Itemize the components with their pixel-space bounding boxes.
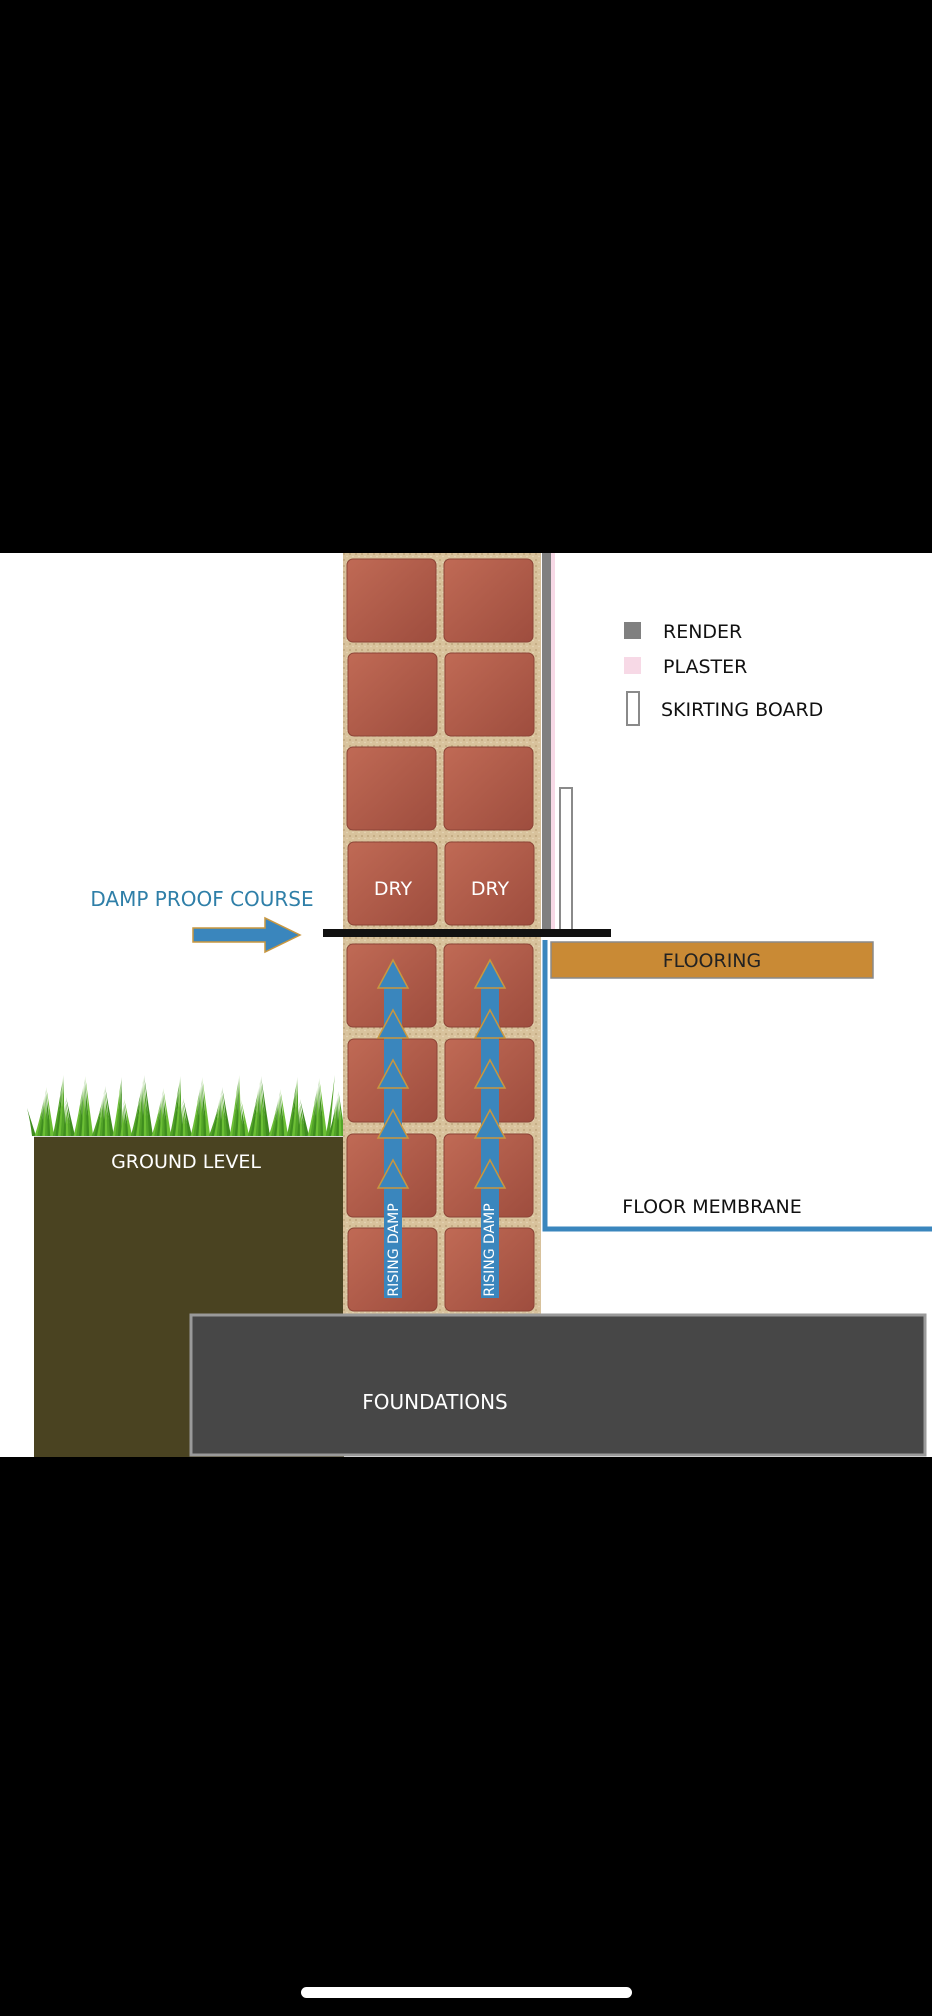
grass-blade — [300, 1099, 309, 1136]
grass-blade — [307, 1096, 316, 1136]
grass-blade — [73, 1094, 82, 1136]
arrow-head — [376, 1108, 410, 1139]
grass-blade — [261, 1076, 270, 1136]
render-layer — [542, 553, 551, 930]
grass-blade — [202, 1077, 211, 1136]
grass-blade — [27, 1108, 36, 1136]
arrow-head — [376, 1008, 410, 1039]
arrow-head — [376, 1058, 410, 1089]
ground-level-label: GROUND LEVEL — [111, 1151, 261, 1173]
grass-blade — [195, 1089, 200, 1136]
grass-blade — [133, 1093, 141, 1136]
legend-label-skirting-board: SKIRTING BOARD — [661, 699, 823, 721]
arrow-head — [473, 958, 507, 989]
home-indicator[interactable] — [301, 1987, 632, 1998]
grass-blade — [39, 1099, 44, 1136]
grass-blade — [66, 1097, 75, 1136]
grass-blade — [325, 1075, 335, 1136]
arrow-up-icon — [473, 958, 507, 1298]
brick — [443, 558, 534, 643]
legend-swatch-skirting-board — [626, 691, 640, 726]
brick — [346, 558, 437, 643]
brick — [444, 652, 535, 737]
grass-blade — [138, 1087, 143, 1136]
grass-blade — [177, 1076, 182, 1136]
grass-blade — [78, 1088, 83, 1136]
arrow-head — [473, 1008, 507, 1039]
grass-blade — [294, 1077, 299, 1136]
grass-blade — [183, 1098, 192, 1136]
rising-damp-label-right: RISING DAMP — [482, 1203, 498, 1296]
grass-blade — [163, 1088, 172, 1136]
rising-damp-label-left: RISING DAMP — [386, 1203, 402, 1296]
grass-blade — [216, 1099, 221, 1136]
arrow-up-icon — [376, 958, 410, 1298]
grass-blade — [229, 1084, 238, 1136]
brick — [347, 652, 438, 737]
arrow-right-icon — [192, 916, 302, 954]
legend-swatch-render — [624, 622, 641, 639]
grass-blade — [250, 1094, 258, 1136]
grass-blade — [333, 1100, 338, 1136]
skirting-board — [559, 787, 573, 931]
grass-blade — [144, 1075, 153, 1136]
grass-blade — [190, 1095, 199, 1136]
grass-blade — [241, 1100, 250, 1136]
legend-label-plaster: PLASTER — [663, 656, 747, 678]
grass-blade — [124, 1099, 133, 1136]
grass-blade — [99, 1098, 104, 1136]
grass-blade — [289, 1083, 297, 1136]
legend-swatch-plaster — [624, 657, 641, 674]
grass-blade — [94, 1104, 102, 1136]
grass-blade — [46, 1087, 55, 1136]
dry-label-left: DRY — [374, 878, 413, 900]
grass-blade — [211, 1105, 219, 1136]
legend-label-render: RENDER — [663, 621, 742, 643]
brick — [444, 841, 535, 926]
arrow-head — [473, 1158, 507, 1189]
foundations-label: FOUNDATIONS — [362, 1390, 508, 1414]
grass-blade — [312, 1090, 317, 1136]
brick — [346, 746, 437, 831]
floor-membrane — [542, 940, 932, 1232]
dry-label-right: DRY — [471, 878, 510, 900]
legend: RENDER PLASTER SKIRTING BOARD — [624, 621, 823, 726]
plaster-layer — [551, 553, 555, 930]
floor-membrane-label: FLOOR MEMBRANE — [622, 1196, 801, 1218]
damp-proof-course-label: DAMP PROOF COURSE — [90, 887, 313, 911]
grass-blade — [55, 1081, 63, 1136]
flooring — [550, 941, 874, 979]
grass-blade — [117, 1077, 122, 1136]
grass-blade — [156, 1100, 161, 1136]
arrow-head — [473, 1108, 507, 1139]
grass-blade — [328, 1106, 336, 1136]
arrow-head — [376, 1158, 410, 1189]
grass-blade — [280, 1089, 289, 1136]
grass-blade — [172, 1082, 180, 1136]
grass-blade — [85, 1076, 94, 1136]
brick — [347, 841, 438, 926]
arrow-head — [473, 1058, 507, 1089]
grass-blade — [60, 1075, 65, 1136]
grass-blade — [105, 1086, 114, 1136]
foundations — [189, 1313, 927, 1457]
grass-icon — [27, 1075, 346, 1136]
grass-blade — [255, 1088, 260, 1136]
damp-proof-course — [323, 929, 611, 937]
grass-blade — [112, 1083, 121, 1136]
grass-blade — [222, 1087, 231, 1136]
grass-blade — [319, 1078, 328, 1136]
arrow-head — [376, 958, 410, 989]
flooring-label: FLOORING — [663, 950, 762, 972]
brick — [443, 746, 534, 831]
grass-blade — [237, 1075, 242, 1136]
grass-blade — [273, 1101, 278, 1136]
grass-blade — [234, 1078, 239, 1136]
